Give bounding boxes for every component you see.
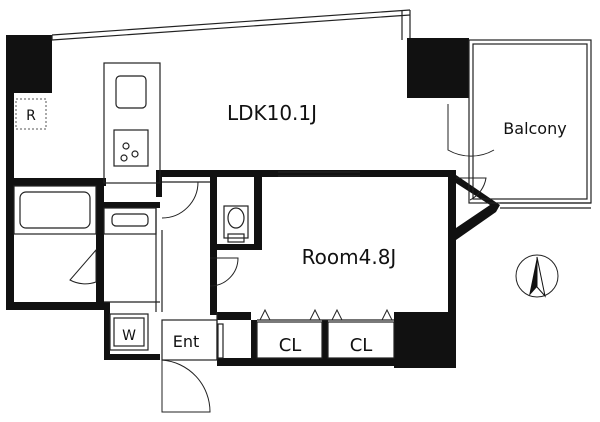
refrigerator-space [15, 98, 47, 130]
balcony-label: Balcony [503, 119, 566, 138]
closet-label-2: CL [350, 335, 373, 356]
ldk-label: LDK10.1J [227, 101, 317, 125]
closet-door-marks [259, 308, 393, 321]
washer-label: W [122, 328, 136, 344]
closet-label-1: CL [279, 335, 302, 356]
room-label: Room4.8J [302, 245, 397, 269]
door-swings [69, 104, 495, 413]
north-arrow-icon [515, 254, 559, 298]
thin-lines [13, 9, 592, 361]
walls [6, 35, 500, 368]
refrigerator-label: R [26, 108, 36, 124]
entrance-label: Ent [173, 332, 200, 351]
